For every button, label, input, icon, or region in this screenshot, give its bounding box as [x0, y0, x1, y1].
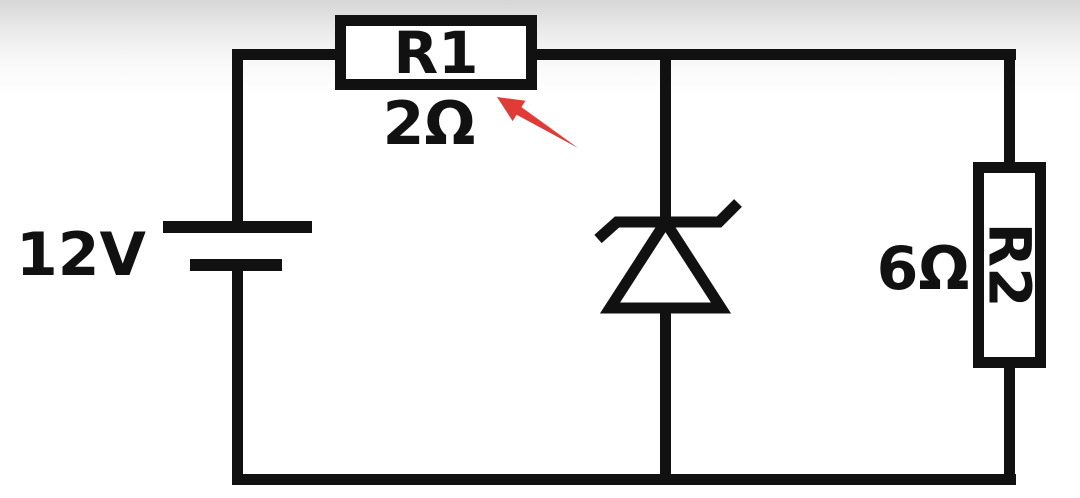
wire-bottom	[232, 474, 1016, 485]
wire-right-upper	[1004, 49, 1015, 169]
resistor-r1-label: R1	[393, 18, 479, 87]
wire-right-lower	[1004, 361, 1015, 485]
wire-zener-branch-upper	[660, 49, 671, 229]
wire-zener-branch-lower	[660, 302, 671, 485]
wire-top	[232, 49, 1016, 60]
source-voltage-label: 12V	[16, 220, 146, 290]
wire-left-lower	[232, 263, 243, 485]
red-arrow-icon	[497, 97, 578, 148]
resistor-r2-value: 6Ω	[876, 234, 970, 304]
resistor-r1-value: 2Ω	[382, 89, 476, 159]
battery-long-plate	[163, 221, 312, 233]
battery-short-plate	[190, 259, 282, 271]
wire-left-upper	[232, 49, 243, 233]
zener-diode-icon	[594, 199, 742, 314]
resistor-r2-box: R2	[973, 162, 1046, 368]
resistor-r1-box: R1	[335, 15, 537, 90]
